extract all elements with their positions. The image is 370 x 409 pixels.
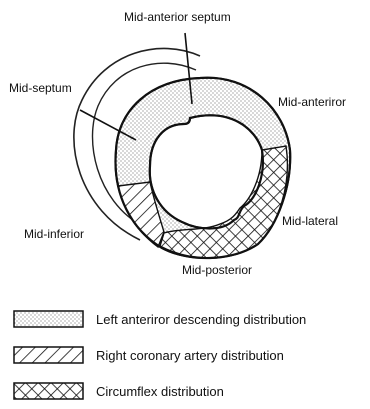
label-mid-anterior: Mid-anteriror — [278, 95, 346, 109]
legend-swatch-dotted — [14, 311, 83, 327]
legend-swatch-crosshatch — [14, 383, 83, 399]
circumflex-territory — [160, 146, 287, 258]
legend: Left anteriror descending distribution R… — [14, 311, 306, 399]
legend-label-lad: Left anteriror descending distribution — [96, 312, 306, 327]
label-mid-lateral: Mid-lateral — [282, 214, 338, 228]
legend-swatch-diagonal — [14, 347, 83, 363]
legend-label-rca: Right coronary artery distribution — [96, 348, 284, 363]
label-mid-posterior: Mid-posterior — [182, 263, 252, 277]
label-mid-inferior: Mid-inferior — [24, 227, 84, 241]
label-mid-anterior-septum: Mid-anterior septum — [124, 10, 231, 24]
legend-label-circumflex: Circumflex distribution — [96, 384, 224, 399]
label-mid-septum: Mid-septum — [9, 81, 72, 95]
